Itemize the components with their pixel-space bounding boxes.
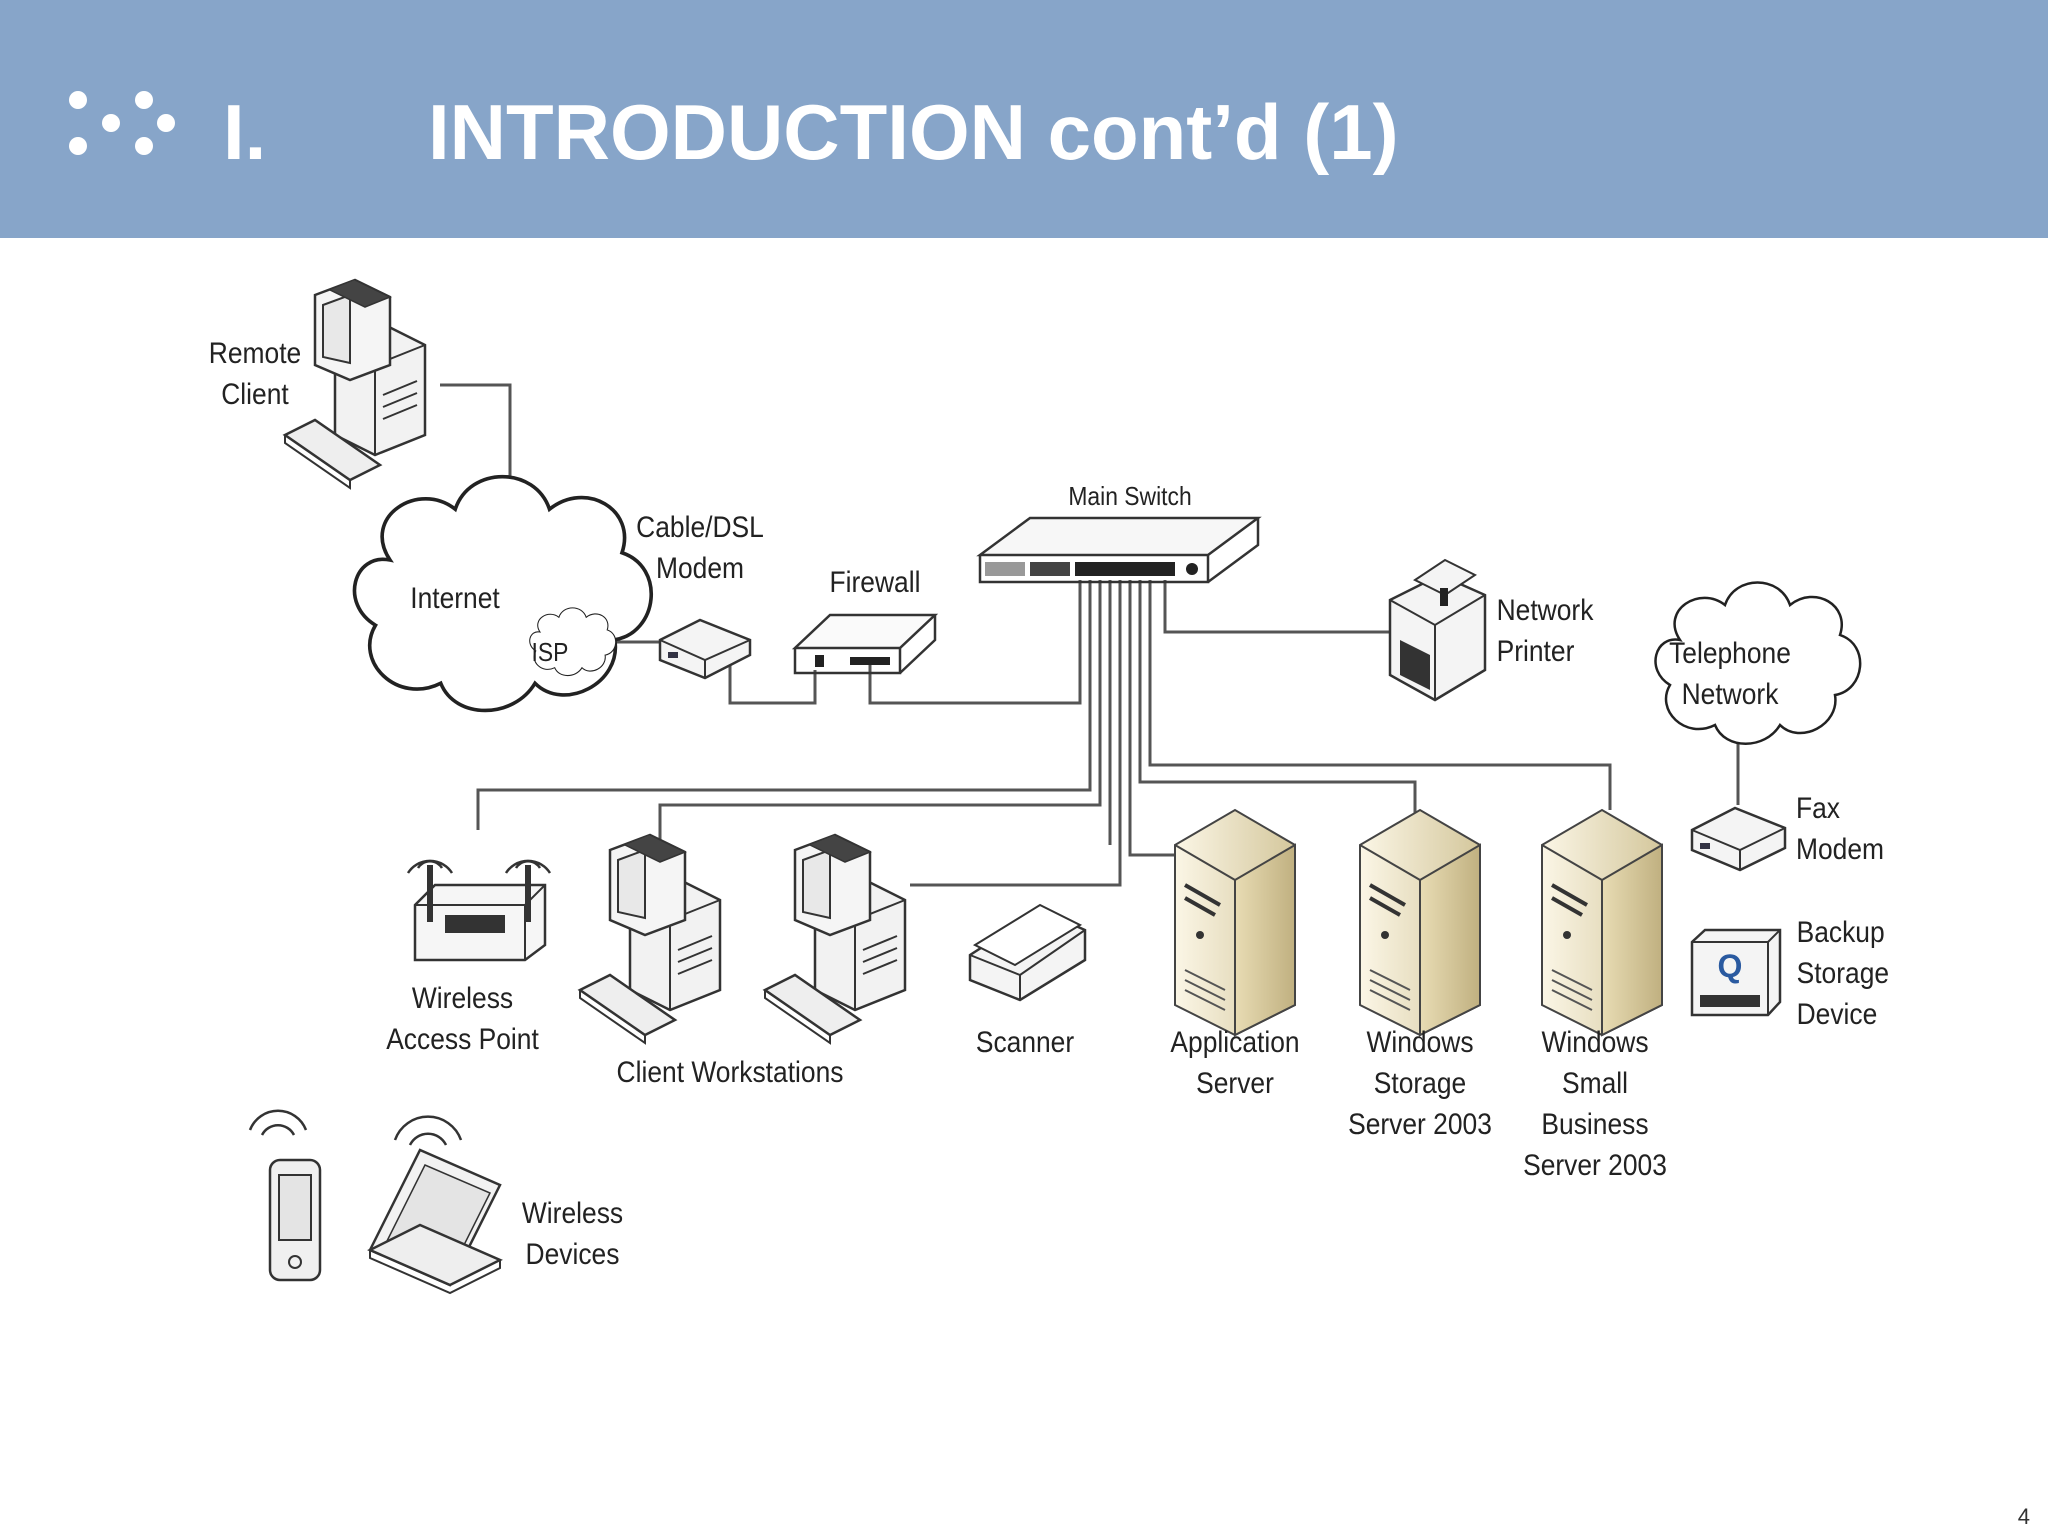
label-client-workstations: Client Workstations	[616, 1056, 844, 1089]
bullet-dots-icon	[69, 91, 175, 155]
connection-lines	[440, 383, 1740, 887]
svg-text:Q: Q	[1718, 948, 1743, 984]
label-remote-client: Remote Client	[208, 337, 302, 411]
network-printer-icon	[1388, 558, 1487, 702]
label-wireless-access-point: Wireless Access Point	[386, 982, 539, 1056]
label-scanner: Scanner	[975, 1026, 1075, 1059]
label-cable-dsl-modem: Cable/DSL Modem	[636, 511, 764, 585]
scanner-icon	[968, 903, 1087, 1002]
section-number: I.	[223, 88, 267, 176]
slide-title: INTRODUCTION cont’d (1)	[428, 88, 1399, 176]
pda-icon	[248, 1109, 322, 1282]
label-telephone-network: Telephone Network	[1669, 637, 1791, 711]
label-main-switch: Main Switch	[1068, 481, 1192, 511]
firewall-icon	[791, 613, 939, 675]
label-wireless-devices: Wireless Devices	[521, 1197, 624, 1271]
server-icon	[1173, 808, 1297, 1037]
label-fax-modem: Fax Modem	[1796, 792, 1885, 866]
backup-storage-icon: Q	[1690, 928, 1782, 1017]
workstation-icon	[763, 833, 907, 1045]
label-firewall: Firewall	[829, 566, 921, 599]
server-icon	[1358, 808, 1482, 1037]
label-windows-storage-server: Windows Storage Server 2003	[1348, 1026, 1492, 1141]
slide-header: I. INTRODUCTION cont’d (1)	[0, 0, 2048, 238]
page-number: 4	[2017, 1504, 2030, 1529]
label-application-server: Application Server	[1170, 1026, 1300, 1100]
cable-modem-icon	[658, 618, 752, 680]
label-backup-storage: Backup Storage Device	[1796, 916, 1890, 1031]
label-windows-sbs: Windows Small Business Server 2003	[1523, 1026, 1667, 1182]
workstation-icon	[578, 833, 722, 1045]
label-isp: ISP	[531, 637, 569, 667]
laptop-icon	[367, 1115, 503, 1295]
label-internet: Internet	[410, 582, 500, 615]
server-icon	[1540, 808, 1664, 1037]
main-switch-icon	[976, 516, 1262, 584]
label-network-printer: Network Printer	[1496, 594, 1594, 668]
fax-modem-icon	[1690, 806, 1787, 872]
wireless-access-point-icon	[406, 859, 552, 962]
